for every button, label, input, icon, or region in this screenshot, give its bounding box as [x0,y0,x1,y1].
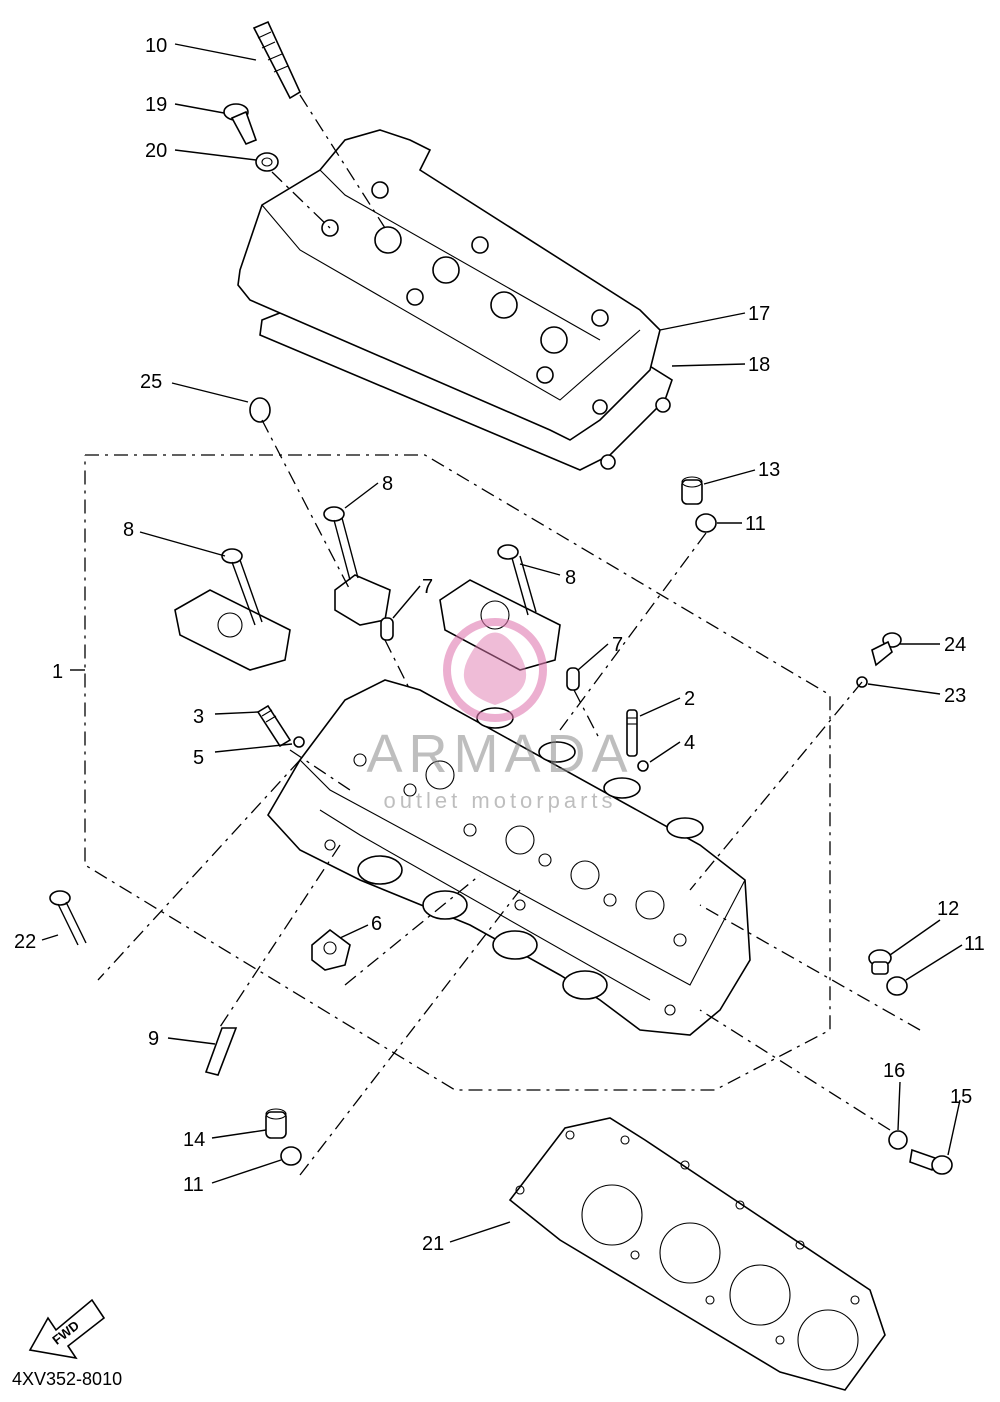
stud-bolt-2 [626,709,638,757]
cover-bolt [223,103,258,146]
camshaft-cap-left [174,589,291,671]
callout-2: 2 [684,688,695,710]
nut-13 [681,476,703,505]
callout-16: 16 [883,1060,905,1082]
watermark-logo: ARMADA outlet motorparts [366,618,633,813]
cover-washer [255,152,279,172]
assembly-boundary [84,454,831,1091]
callout-23: 23 [944,685,966,707]
o-ring-5 [293,736,305,748]
callout-19: 19 [145,94,167,116]
callout-17: 17 [748,303,770,325]
alignment-lines [97,94,921,1176]
blind-plug-6 [311,928,351,971]
callout-3: 3 [193,706,204,728]
bolt-15 [909,1148,953,1175]
callout-11-bottom: 11 [183,1174,204,1196]
callout-numbers: 10 19 20 17 18 25 13 11 8 8 8 7 7 24 23 … [14,35,985,1255]
callout-11-right: 11 [964,933,985,955]
cylinder-head-gasket [508,1117,886,1391]
cap-bolt-left [221,548,263,626]
nut-14 [265,1108,287,1139]
watermark-brand: ARMADA [366,724,633,784]
dowel-pin-7b [566,667,580,691]
washer-11a [695,513,717,533]
callout-9: 9 [148,1028,159,1050]
callout-10: 10 [145,35,167,57]
cap-bolt-middle [323,506,359,581]
callout-7-right: 7 [612,634,623,656]
callout-6: 6 [371,913,382,935]
cap-bolt-right [497,544,537,616]
callout-24: 24 [944,634,966,656]
o-ring-4 [637,760,649,772]
washer-11c [280,1146,302,1166]
callout-7-left: 7 [422,576,433,598]
valve-cover [237,129,673,471]
stud-bolt-3 [256,704,292,748]
bolt-12 [868,949,892,975]
callout-5: 5 [193,747,204,769]
dowel-pin-7a [380,617,394,641]
callout-11-top: 11 [745,513,766,535]
callout-22: 22 [14,931,36,953]
watermark-emblem [443,618,547,722]
callout-4: 4 [684,732,695,754]
callout-13: 13 [758,459,780,481]
stud-bolt-9 [204,1027,238,1076]
dowel-pin-25 [249,397,271,423]
washer-11b [886,976,908,996]
leader-lines [41,43,963,1243]
spark-plug [252,20,302,100]
diagram-code: 4XV352-8010 [12,1369,122,1389]
forward-arrow-icon: FWD [28,1298,106,1360]
callout-25: 25 [140,371,162,393]
callout-8-right: 8 [565,567,576,589]
watermark-tagline: outlet motorparts [383,788,616,813]
union-bolt-24 [871,632,902,667]
cylinder-head [267,679,751,1036]
washer-16 [888,1130,908,1150]
callout-20: 20 [145,140,167,162]
callout-18: 18 [748,354,770,376]
head-bolt-22 [49,890,87,946]
callout-8-left: 8 [123,519,134,541]
callout-8-middle: 8 [382,473,393,495]
callout-14: 14 [183,1129,205,1151]
callout-12: 12 [937,898,959,920]
callout-21: 21 [422,1233,444,1255]
callout-15: 15 [950,1086,972,1108]
callout-1: 1 [52,661,63,683]
camshaft-cap-middle [334,574,391,626]
